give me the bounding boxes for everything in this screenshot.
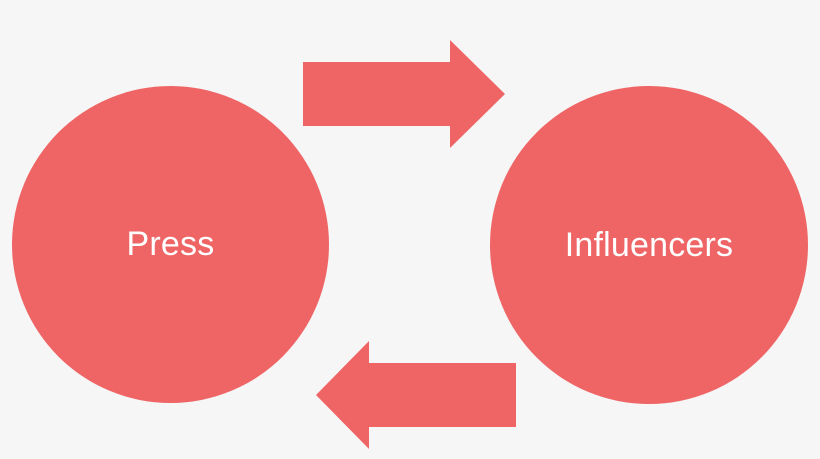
influencers-node: Influencers	[490, 86, 808, 404]
arrow-right-shape	[303, 40, 505, 148]
press-label: Press	[126, 225, 215, 263]
arrow-right-icon	[303, 40, 505, 148]
influencers-label: Influencers	[564, 225, 734, 264]
arrow-left-icon	[316, 341, 516, 449]
press-node: Press	[12, 86, 329, 403]
arrow-left-shape	[316, 341, 516, 449]
